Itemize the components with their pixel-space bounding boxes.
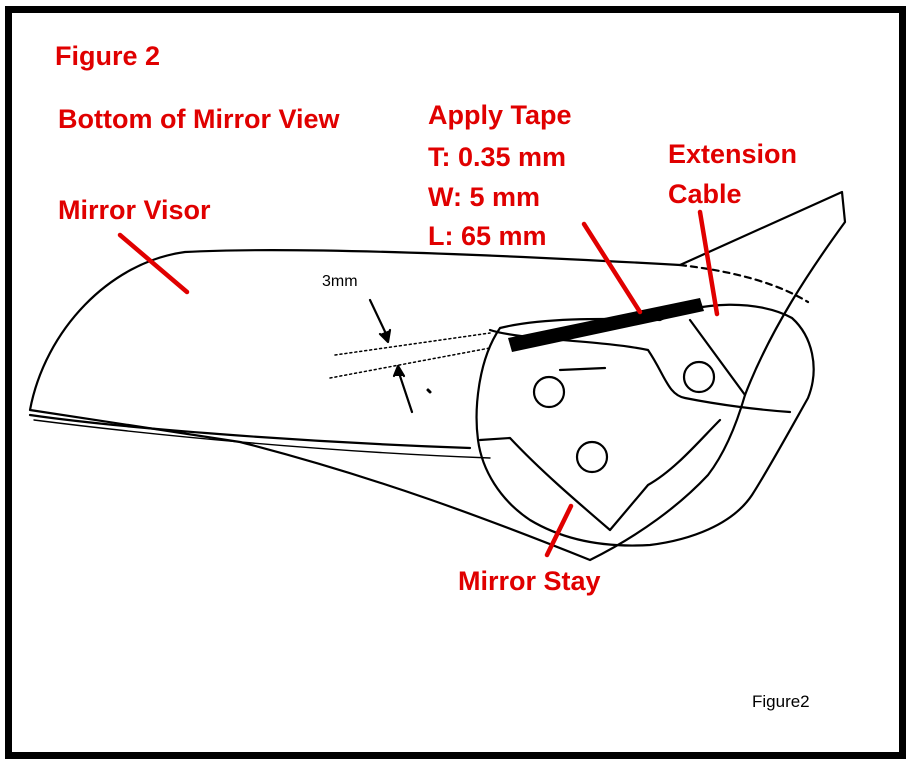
tape-strip xyxy=(508,298,704,352)
figure-title: Figure 2 xyxy=(55,41,161,71)
bolt-hole xyxy=(575,440,609,474)
bolt-hole xyxy=(682,360,716,394)
tape-thickness: T: 0.35 mm xyxy=(428,142,567,172)
gap-dimension-label: 3mm xyxy=(322,273,358,290)
mirror-stay-label: Mirror Stay xyxy=(458,566,601,596)
view-subtitle: Bottom of Mirror View xyxy=(58,104,340,134)
tape-length: L: 65 mm xyxy=(428,221,547,251)
bolt-hole xyxy=(532,375,566,409)
dimension-line xyxy=(329,347,491,379)
leader-extension-cable xyxy=(697,209,720,317)
visor-lower-lip xyxy=(28,413,472,450)
figure-caption: Figure2 xyxy=(752,692,810,711)
leader-apply-tape xyxy=(581,221,643,315)
leader-mirror-stay xyxy=(544,503,574,558)
extension-cable-label-line2: Cable xyxy=(668,179,742,209)
hidden-contour xyxy=(678,263,810,304)
figure-frame xyxy=(5,6,906,759)
dimension-line xyxy=(334,332,491,356)
leader-mirror-visor xyxy=(117,232,190,295)
tape-width: W: 5 mm xyxy=(428,182,541,212)
mirror-visor-label: Mirror Visor xyxy=(58,195,211,225)
extension-cable-label: Extension xyxy=(668,139,798,169)
apply-tape-label: Apply Tape xyxy=(428,100,572,130)
